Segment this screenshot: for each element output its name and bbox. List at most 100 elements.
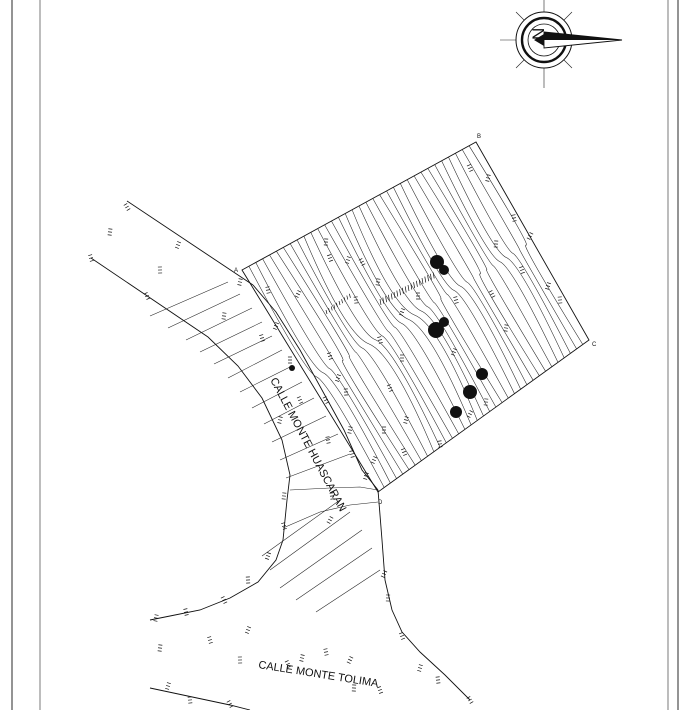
elevation-mark (245, 626, 251, 633)
contour-line (366, 202, 490, 411)
elevation-mark (400, 355, 404, 361)
contour-line (435, 165, 552, 367)
elevation-mark (401, 448, 407, 455)
elevation-mark (327, 353, 333, 360)
vertex-label-c: C (592, 342, 597, 348)
vertex-label-d: D (378, 500, 383, 506)
north-letter: N (529, 28, 548, 40)
elevation-mark (467, 410, 473, 417)
contour-line (400, 183, 520, 389)
sheet-border (12, 0, 678, 710)
elevation-mark (175, 241, 181, 248)
elevation-mark (188, 697, 193, 703)
contour-line (462, 150, 576, 349)
elevation-mark (265, 287, 270, 294)
elevation-mark (108, 229, 113, 235)
elevation-mark (382, 427, 386, 433)
elevation-mark (371, 456, 377, 463)
elevation-mark (277, 417, 282, 424)
contour-line (318, 229, 447, 443)
contour-line (256, 263, 391, 484)
elevation-mark (227, 700, 233, 707)
elevation-mark (295, 290, 301, 297)
street-lines (91, 201, 470, 710)
elevation-mark (344, 389, 348, 395)
elevation-mark (222, 313, 227, 319)
elevation-mark (288, 357, 292, 363)
contour-line (455, 153, 570, 353)
hatch-mark (380, 299, 381, 305)
elevation-mark (158, 645, 163, 651)
street-label-tolima: CALLE MONTE TOLIMA (258, 659, 380, 690)
hatch-mark (411, 284, 412, 290)
elevation-mark (158, 267, 162, 273)
elevation-mark (416, 293, 420, 299)
hatch-mark (419, 279, 420, 285)
elevation-mark (436, 677, 441, 683)
hatch-mark (402, 288, 403, 294)
contour-line (290, 244, 421, 461)
elevation-mark (403, 417, 408, 424)
hatch-mark (336, 303, 337, 307)
hatch-mark (347, 296, 348, 300)
elevation-mark (347, 656, 353, 663)
hatch-mark (414, 282, 415, 288)
hatch-mark (405, 286, 406, 292)
elevation-mark (345, 257, 351, 264)
vertex-label-a: A (234, 268, 238, 274)
elevation-mark (399, 632, 405, 639)
hatch-mark (331, 306, 332, 310)
hatch-mark (386, 296, 387, 302)
elevation-mark (485, 175, 490, 182)
elevation-mark (246, 577, 250, 583)
north-arrow-icon: N (500, 0, 622, 88)
contour-line (345, 214, 471, 425)
elevation-mark (259, 335, 264, 342)
elevation-marks (88, 164, 562, 707)
contour-line (421, 172, 540, 376)
contour-line (297, 240, 428, 456)
contour-line (311, 232, 440, 447)
elevation-mark (153, 615, 158, 622)
elevation-mark (494, 241, 498, 247)
elevation-mark (124, 203, 130, 210)
street-contours (150, 282, 380, 612)
elevation-mark (299, 655, 304, 662)
elevation-mark (558, 297, 563, 303)
elevation-mark (399, 308, 405, 315)
hatch-mark (344, 297, 345, 301)
elevation-mark (165, 683, 171, 690)
hatch-mark (394, 292, 395, 298)
elevation-mark (467, 696, 473, 703)
hatch-mark (400, 289, 401, 295)
contour-line (393, 187, 514, 393)
elevation-mark (417, 665, 422, 672)
hatch-mark (342, 299, 343, 303)
elevation-mark (323, 649, 328, 656)
hatch-mark (408, 285, 409, 291)
elevation-mark (504, 325, 509, 332)
hatch-mark (425, 277, 426, 283)
elevation-mark (88, 255, 93, 262)
hatch-mark (416, 281, 417, 287)
elevation-mark (377, 686, 383, 693)
elevation-mark (207, 637, 212, 644)
hatch-mark (391, 293, 392, 299)
street-label-huascaran: CALLE MONTE HUASCARAN (267, 376, 348, 514)
hatch-mark (433, 272, 434, 278)
elevation-mark (327, 516, 333, 523)
elevation-mark (282, 493, 287, 499)
elevation-mark (237, 279, 242, 286)
vertex-label-b: B (477, 134, 481, 140)
elevation-mark (265, 552, 271, 559)
hatch-mark (349, 294, 350, 298)
contour-line (276, 251, 409, 469)
elevation-mark (297, 396, 303, 403)
hatch-mark (428, 275, 429, 281)
hatch-mark (326, 310, 327, 314)
hatch-mark (329, 308, 330, 312)
hatch-mark (397, 291, 398, 297)
lot-boundary (242, 142, 589, 492)
